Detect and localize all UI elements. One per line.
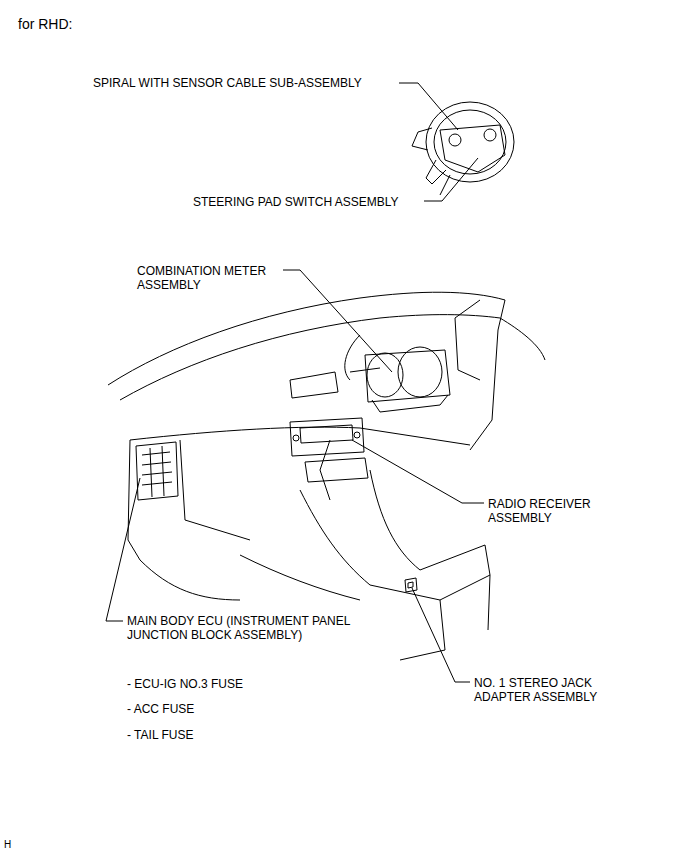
instrument-panel	[108, 292, 545, 660]
part-name: NO. 1 STEREO JACK ADAPTER ASSEMBLY	[474, 676, 614, 704]
watermark: H	[4, 838, 24, 852]
part-name: RADIO RECEIVER ASSEMBLY	[488, 497, 608, 525]
stereo-jack	[405, 578, 417, 592]
part-name: SPIRAL WITH SENSOR CABLE SUB-ASSEMBLY	[93, 76, 393, 90]
fuse-name: - ECU-IG NO.3 FUSE	[127, 677, 307, 691]
fuse-name: - TAIL FUSE	[127, 728, 307, 742]
steering-wheel	[412, 102, 514, 195]
leader-line	[106, 83, 484, 682]
junction-block	[136, 442, 178, 500]
title: for RHD:	[18, 16, 72, 32]
radio-receiver	[290, 418, 364, 456]
part-name: MAIN BODY ECU (INSTRUMENT PANEL JUNCTION…	[127, 614, 377, 642]
part-name: COMBINATION METER ASSEMBLY	[137, 264, 279, 292]
fuse-name: - ACC FUSE	[127, 702, 307, 716]
part-name: STEERING PAD SWITCH ASSEMBLY	[193, 195, 423, 209]
